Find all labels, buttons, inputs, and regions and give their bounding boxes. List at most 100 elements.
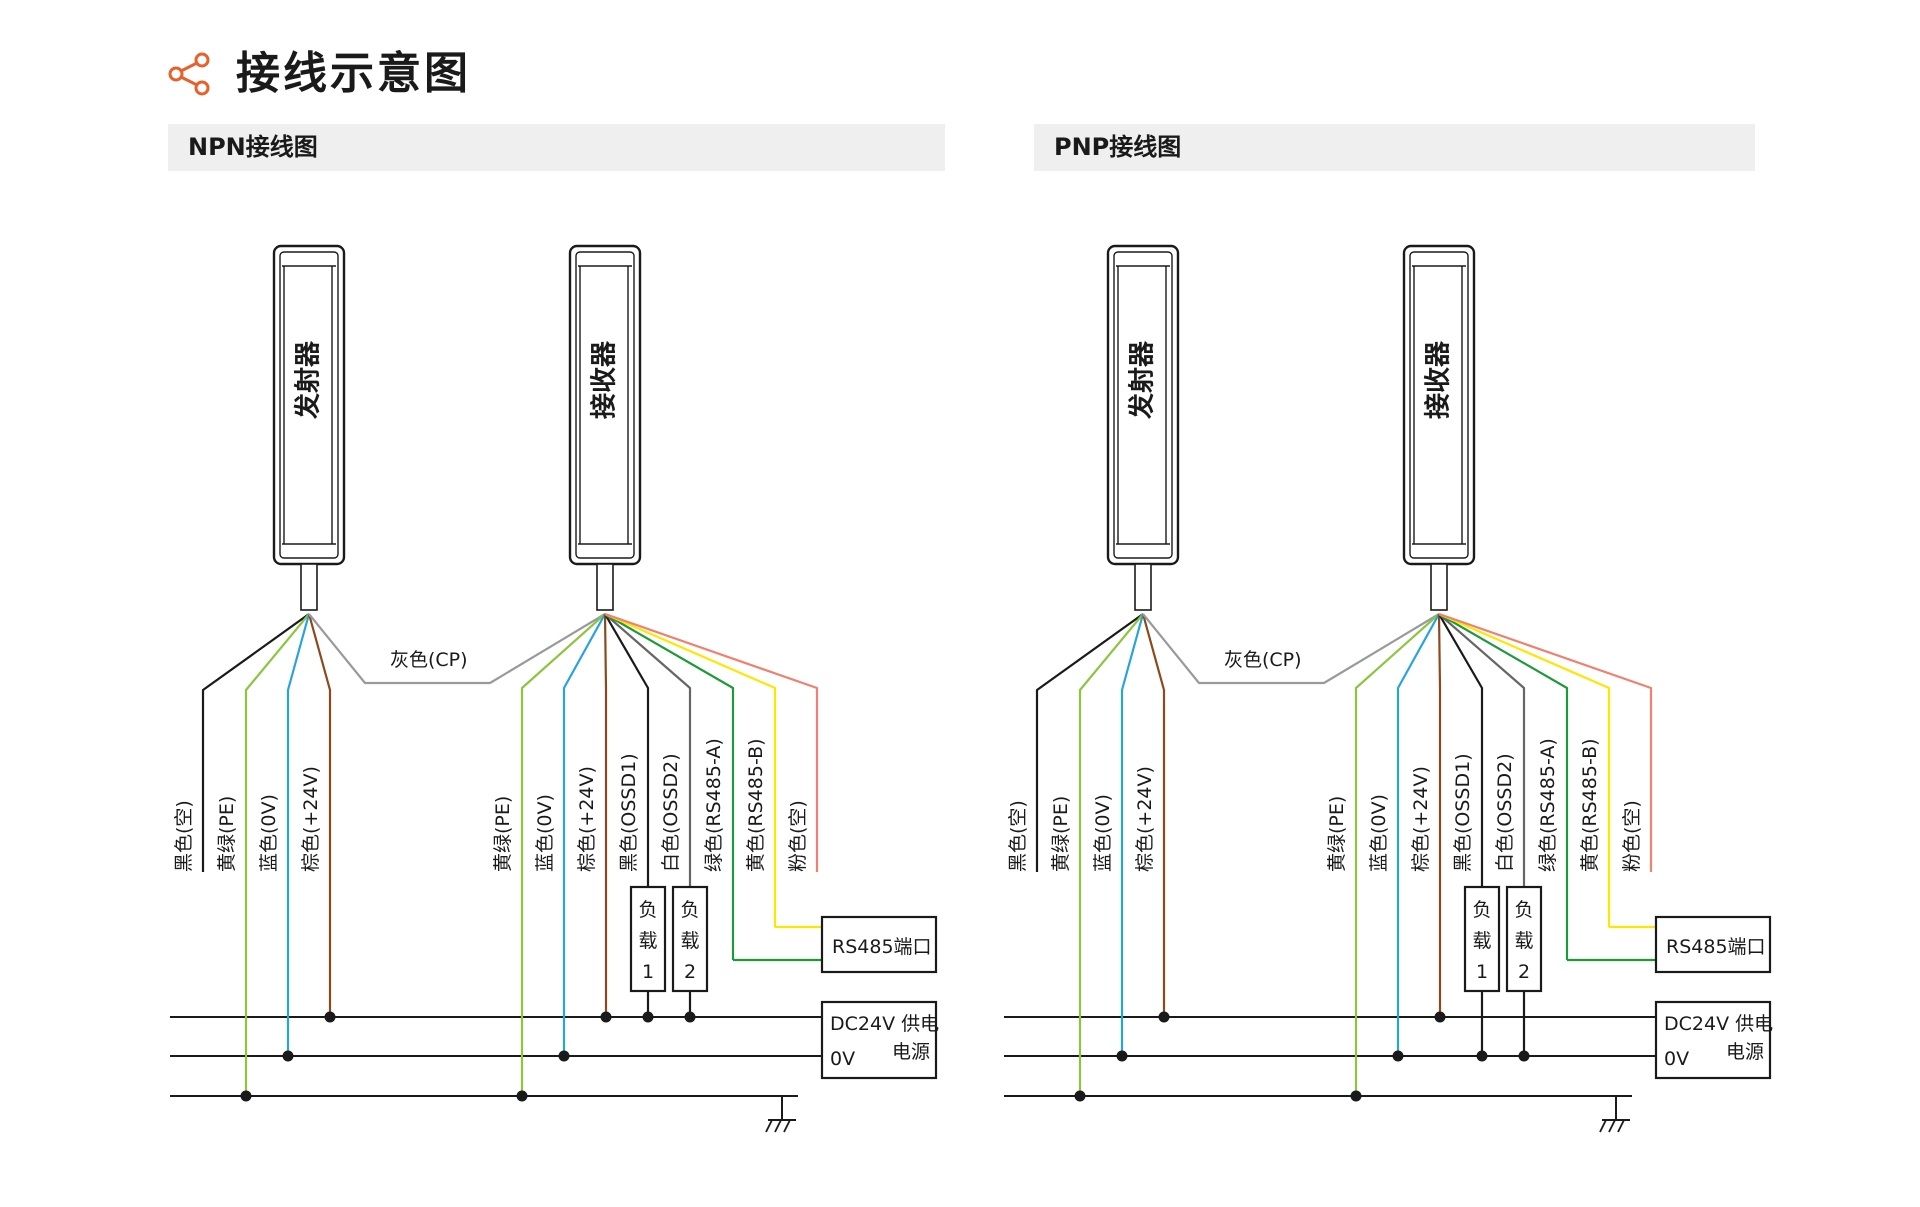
- npn-load1-text-0: 负: [638, 899, 657, 921]
- pnp-rs485-port-label: RS485端口: [1666, 936, 1766, 958]
- npn-receiver-wire-label-0: 黄绿(PE): [492, 796, 514, 872]
- pnp-emitter-label: 发射器: [1127, 340, 1158, 420]
- npn-ground-hatch: [783, 1119, 791, 1133]
- pnp-load1-text-0: 负: [1472, 899, 1491, 921]
- pnp-emitter-wire-label-1: 黄绿(PE): [1050, 796, 1072, 872]
- pnp-node-receiver-0v: [1392, 1050, 1404, 1062]
- pnp-section-header: PNP接线图: [1034, 124, 1755, 171]
- npn-receiver-wire-label-1: 蓝色(0V): [534, 794, 556, 872]
- npn-load1-box: [629, 885, 667, 993]
- pnp-emitter-wire-0: [1035, 613, 1144, 872]
- pnp-receiver-wire-6: [1438, 612, 1611, 927]
- npn-node-emitter-0v: [282, 1050, 294, 1062]
- npn-emitter-cable-stub: [300, 563, 318, 611]
- npn-load2-text-2: 2: [684, 961, 696, 983]
- pnp-receiver-label: 接收器: [1424, 340, 1454, 419]
- pnp-emitter-wire-1: [1078, 613, 1144, 1096]
- pnp-emitter-wire-label-3: 棕色(+24V): [1134, 766, 1156, 872]
- pnp-ground-hatch: [1617, 1119, 1625, 1133]
- pnp-ground-hatch: [1599, 1119, 1607, 1133]
- pnp-node-load2: [1518, 1050, 1530, 1062]
- pnp-receiver-wire-label-1: 蓝色(0V): [1368, 794, 1390, 872]
- pnp-receiver-wire-label-2: 棕色(+24V): [1410, 766, 1432, 872]
- npn-emitter-wire-label-0: 黑色(空): [173, 800, 195, 872]
- npn-load1-text-1: 载: [638, 930, 657, 952]
- pnp-emitter-wire-label-2: 蓝色(0V): [1092, 794, 1114, 872]
- npn-node-receiver-0v: [558, 1050, 570, 1062]
- pnp-power-label-0v: 0V: [1664, 1048, 1689, 1070]
- pnp-emitter-wire-3: [1141, 613, 1166, 1017]
- npn-node-emitter-24v: [324, 1011, 336, 1023]
- npn-node-receiver-pe: [516, 1090, 528, 1102]
- pnp-gray-cp-wire: [1142, 613, 1440, 685]
- pnp-receiver-wire-label-5: 绿色(RS485-A): [1537, 738, 1559, 872]
- npn-power-label-line1: DC24V 供电: [830, 1013, 939, 1035]
- npn-receiver-wire-0: [520, 613, 606, 1096]
- npn-receiver-wire-1: [562, 613, 606, 1056]
- npn-receiver-wire-7: [604, 612, 819, 872]
- npn-emitter-wire-0: [201, 613, 310, 872]
- pnp-receiver-cable-stub: [1430, 563, 1448, 611]
- npn-emitter-label: 发射器: [293, 340, 324, 420]
- npn-receiver-wire-4: [604, 613, 692, 887]
- npn-receiver-wire-label-2: 棕色(+24V): [576, 766, 598, 872]
- pnp-node-receiver-24v: [1434, 1011, 1446, 1023]
- npn-load1-text-2: 1: [642, 961, 654, 983]
- npn-receiver-wire-label-4: 白色(OSSD2): [660, 753, 682, 872]
- npn-rs485-port-box: [820, 915, 938, 974]
- npn-node-load1: [642, 1011, 654, 1023]
- npn-emitter-wire-3: [307, 613, 332, 1017]
- pnp-ground-hatch: [1608, 1119, 1616, 1133]
- pnp-power-label-line1: DC24V 供电: [1664, 1013, 1773, 1035]
- pnp-load2-text-1: 载: [1514, 930, 1533, 952]
- pnp-power-box: [1654, 1000, 1772, 1080]
- pnp-load2-text-0: 负: [1514, 899, 1533, 921]
- pnp-receiver-wire-1: [1396, 613, 1440, 1056]
- npn-load2-text-1: 载: [680, 930, 699, 952]
- npn-receiver-wire-5: [604, 613, 735, 960]
- pnp-receiver-wire-3: [1438, 613, 1484, 887]
- npn-ground-hatch: [765, 1119, 773, 1133]
- npn-node-receiver-24v: [600, 1011, 612, 1023]
- pnp-receiver-wire-label-4: 白色(OSSD2): [1494, 753, 1516, 872]
- pnp-load1-text-2: 1: [1476, 961, 1488, 983]
- pnp-emitter-cable-stub: [1134, 563, 1152, 611]
- npn-node-load2: [684, 1011, 696, 1023]
- pnp-emitter-wire-2: [1120, 613, 1145, 1056]
- pnp-receiver-wire-7: [1438, 612, 1653, 872]
- npn-emitter: 发射器: [272, 244, 346, 611]
- pnp-load2-text-2: 2: [1518, 961, 1530, 983]
- npn-receiver-wire-3: [604, 613, 650, 887]
- npn-receiver-label: 接收器: [590, 340, 620, 419]
- npn-power-label-0v: 0V: [830, 1048, 855, 1070]
- npn-emitter-wire-1: [244, 613, 310, 1096]
- pnp-emitter: 发射器: [1106, 244, 1180, 611]
- pnp-emitter-inner-frame: [1113, 251, 1173, 559]
- pnp-gray-cp-label: 灰色(CP): [1224, 649, 1302, 671]
- pnp-receiver-wire-label-0: 黄绿(PE): [1326, 796, 1348, 872]
- pnp-receiver-wire-0: [1354, 613, 1440, 1096]
- npn-emitter-wire-label-1: 黄绿(PE): [216, 796, 238, 872]
- pnp-node-load1: [1476, 1050, 1488, 1062]
- npn-receiver-wire-label-3: 黑色(OSSD1): [618, 753, 640, 872]
- npn-receiver-inner-frame: [575, 251, 635, 559]
- npn-power-box: [820, 1000, 938, 1080]
- npn-rs485-port-label: RS485端口: [832, 936, 932, 958]
- pnp-node-emitter-0v: [1116, 1050, 1128, 1062]
- pnp-load1-text-1: 载: [1472, 930, 1491, 952]
- npn-section-header: NPN接线图: [168, 124, 945, 171]
- npn-gray-cp-wire: [308, 613, 606, 685]
- npn-receiver-wire-6: [604, 612, 777, 927]
- npn-emitter-wire-label-3: 棕色(+24V): [300, 766, 322, 872]
- npn-load2-text-0: 负: [680, 899, 699, 921]
- pnp-receiver-wire-5: [1438, 613, 1569, 960]
- npn-receiver-wire-label-5: 绿色(RS485-A): [703, 738, 725, 872]
- npn-node-emitter-pe: [240, 1090, 252, 1102]
- pnp-receiver-wire-4: [1438, 613, 1526, 887]
- pnp-emitter-wire-label-0: 黑色(空): [1007, 800, 1029, 872]
- npn-gray-cp-label: 灰色(CP): [390, 649, 468, 671]
- npn-receiver-wire-label-6: 黄色(RS485-B): [745, 738, 767, 872]
- pnp-receiver-wire-2: [1437, 613, 1442, 1017]
- npn-section-title: NPN接线图: [188, 133, 318, 161]
